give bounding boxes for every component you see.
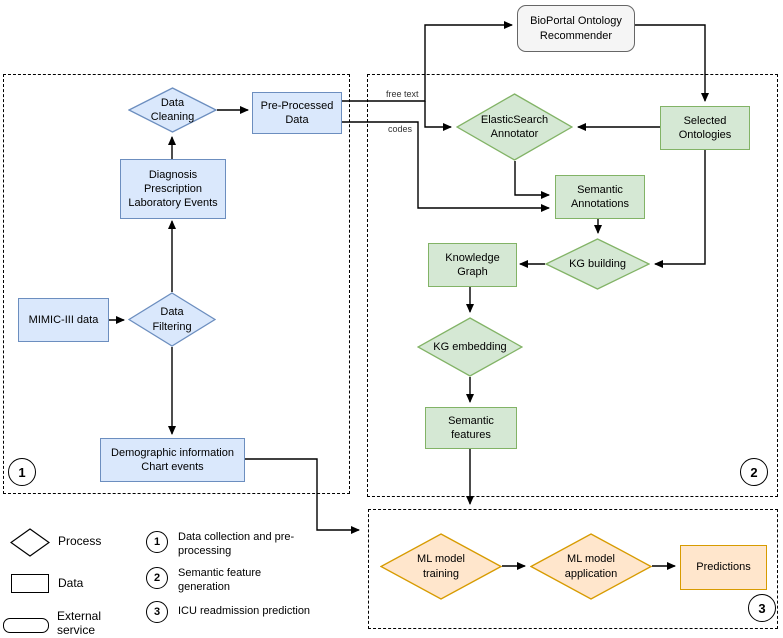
legend-process-diamond-icon xyxy=(10,528,50,557)
node-semantic-features: Semantic features xyxy=(425,407,517,449)
edge-label-codes: codes xyxy=(388,124,413,134)
legend-step1-label: Data collection and pre- processing xyxy=(178,531,295,557)
node-semantic-annotations: Semantic Annotations xyxy=(555,175,645,219)
node-label: Semantic Annotations xyxy=(570,183,630,210)
node-elasticsearch-annotator: ElasticSearch Annotator xyxy=(456,93,573,161)
legend-step2-label: Semantic feature generation xyxy=(178,567,262,593)
node-label: Selected Ontologies xyxy=(678,114,732,141)
node-label: Pre-Processed Data xyxy=(260,99,334,126)
section-icu-readmission-prediction xyxy=(368,509,778,629)
node-mimic-data: MIMIC-III data xyxy=(18,298,109,342)
legend-data-label: Data xyxy=(58,576,84,590)
legend-step3-label: ICU readmission prediction xyxy=(178,605,311,617)
section1-badge: 1 xyxy=(8,458,36,486)
node-data-filtering: Data Filtering xyxy=(128,292,216,347)
node-ml-model-training: ML model training xyxy=(380,533,502,600)
section-data-collection xyxy=(3,74,350,494)
diamond-shape-icon xyxy=(128,292,216,347)
node-label: ML model application xyxy=(564,553,618,580)
node-label: ML model training xyxy=(417,553,465,580)
diamond-shape-icon xyxy=(417,317,523,377)
node-diagnosis-prescription-lab: Diagnosis Prescription Laboratory Events xyxy=(120,159,226,219)
legend-process-label: Process xyxy=(58,534,102,548)
node-demographic-chart-events: Demographic information Chart events xyxy=(100,438,245,482)
node-kg-building: KG building xyxy=(545,238,650,290)
node-bioportal-recommender: BioPortal Ontology Recommender xyxy=(517,5,635,52)
node-label: KG building xyxy=(569,257,626,270)
section-semantic-feature-generation xyxy=(367,74,778,497)
legend-step2-badge: 2 xyxy=(146,567,168,589)
legend-step1-badge: 1 xyxy=(146,531,168,553)
node-label: Data Cleaning xyxy=(150,96,195,123)
node-label: Diagnosis Prescription Laboratory Events xyxy=(128,168,218,210)
node-label: Semantic features xyxy=(448,414,494,441)
edge-label-free-text: free text xyxy=(386,89,419,99)
diamond-shape-icon xyxy=(380,533,502,600)
node-label: MIMIC-III data xyxy=(28,313,99,326)
diamond-shape-icon xyxy=(128,87,217,133)
section2-badge: 2 xyxy=(740,458,768,486)
legend-external-service-icon xyxy=(3,618,49,633)
node-kg-embedding: KG embedding xyxy=(417,317,523,377)
node-ml-model-application: ML model application xyxy=(530,533,652,600)
legend-external-service-label: External service xyxy=(57,609,102,637)
node-knowledge-graph: Knowledge Graph xyxy=(428,243,517,287)
node-selected-ontologies: Selected Ontologies xyxy=(660,106,750,150)
node-label: BioPortal Ontology Recommender xyxy=(530,15,622,42)
diamond-shape-icon xyxy=(545,238,650,290)
node-predictions: Predictions xyxy=(680,545,767,590)
diamond-shape-icon xyxy=(530,533,652,600)
node-preprocessed-data: Pre-Processed Data xyxy=(252,92,342,134)
legend-data-rect-icon xyxy=(11,574,49,593)
node-label: Demographic information Chart events xyxy=(111,446,234,473)
legend-step3-badge: 3 xyxy=(146,601,168,623)
node-label: Predictions xyxy=(696,561,751,574)
node-label: ElasticSearch Annotator xyxy=(480,113,549,140)
section3-badge: 3 xyxy=(748,594,776,622)
diamond-shape-icon xyxy=(456,93,573,161)
node-label: Knowledge Graph xyxy=(445,251,500,278)
node-data-cleaning: Data Cleaning xyxy=(128,87,217,133)
node-label: KG embedding xyxy=(433,340,507,353)
node-label: Data Filtering xyxy=(152,306,192,333)
